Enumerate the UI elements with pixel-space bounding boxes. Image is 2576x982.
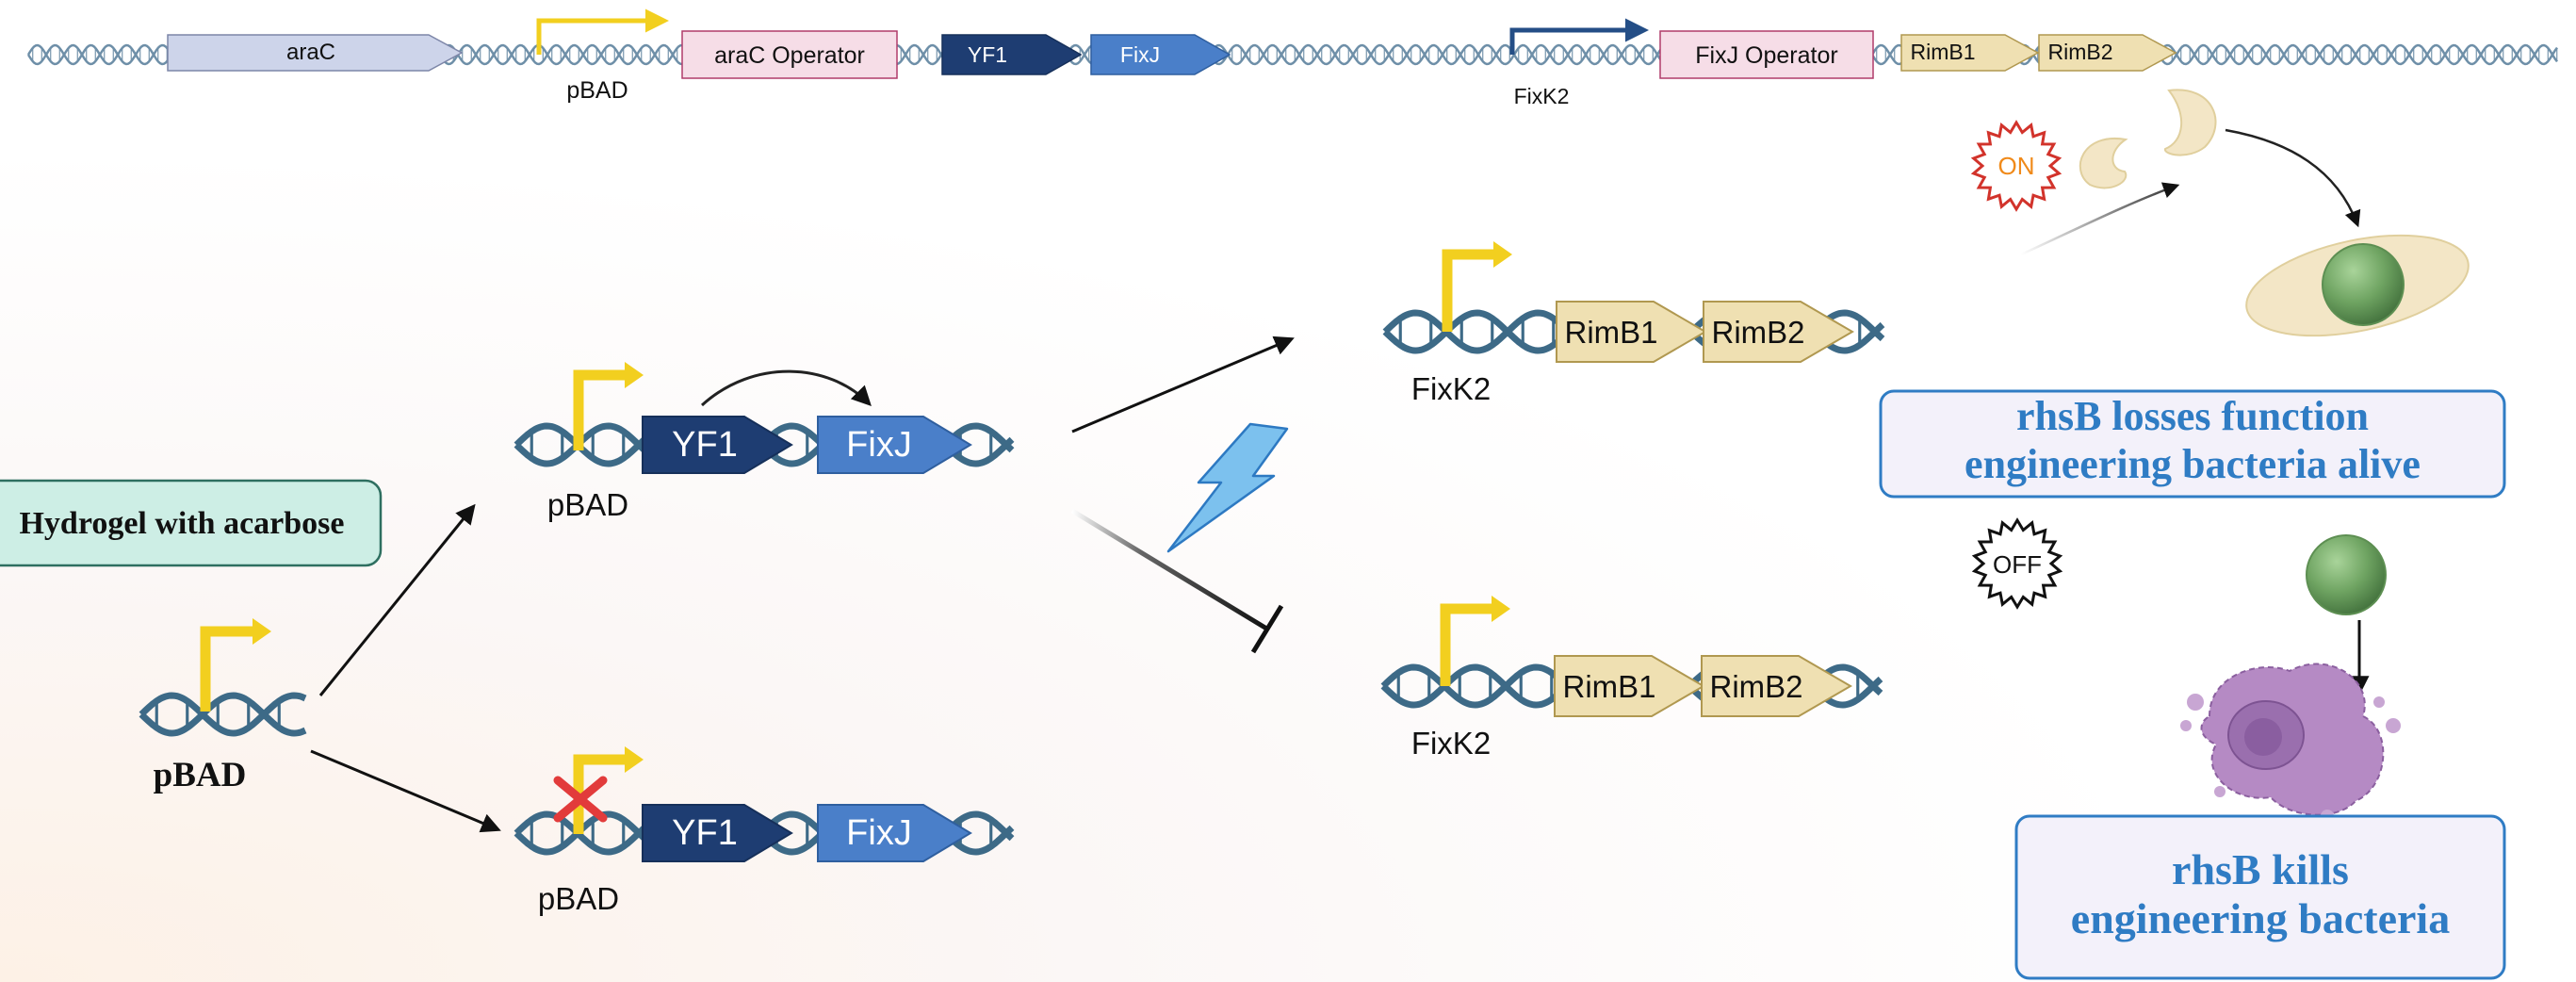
upper-pbad-label: pBAD <box>547 487 628 522</box>
top-fixk2-promoter: FixK2 <box>1509 18 1649 108</box>
outcome-kills-line1: rhsB kills <box>2172 845 2349 893</box>
top-rimb2-label: RimB2 <box>2047 40 2112 64</box>
right-bottom-rimb2-label: RimB2 <box>1709 669 1802 704</box>
fixj-operator-box: FixJ Operator <box>1659 30 1874 79</box>
upper-construct: YF1 FixJ pBAD <box>514 362 1015 522</box>
lower-construct: YF1 FixJ pBAD <box>514 746 1015 916</box>
on-label: ON <box>1998 152 2035 180</box>
right-top-construct: RimB1 RimB2 FixK2 <box>1382 241 1885 406</box>
left-pbad-dna: pBAD <box>139 618 307 794</box>
arac-operator-label: araC Operator <box>714 42 865 69</box>
right-bottom-rimb1-gene: RimB1 <box>1554 655 1705 717</box>
hydrogel-box: Hydrogel with acarbose <box>0 479 383 567</box>
rimb-protein-pieces-icon <box>2079 89 2217 189</box>
top-yf1-label: YF1 <box>968 42 1007 67</box>
outcome-alive-box: rhsB losses function engineering bacteri… <box>1879 389 2506 499</box>
top-pbad-promoter: pBAD <box>536 8 669 104</box>
blocked-promoter-x-icon <box>553 776 608 823</box>
top-rimb1-gene: RimB1 <box>1900 34 2040 72</box>
off-label: OFF <box>1993 550 2042 579</box>
on-to-protein-arrow <box>2020 182 2180 256</box>
on-badge: ON <box>1970 120 2062 212</box>
lower-fixj-label: FixJ <box>846 813 912 853</box>
inhibition-arrow <box>1070 508 1284 654</box>
left-pbad-label: pBAD <box>154 756 247 794</box>
yf1-to-fixj-arrow <box>700 369 872 407</box>
top-rimb2-gene: RimB2 <box>2038 34 2177 72</box>
arac-operator-box: araC Operator <box>681 30 898 79</box>
hydrogel-label: Hydrogel with acarbose <box>19 506 344 541</box>
outcome-kills-box: rhsB kills engineering bacteria <box>2014 814 2506 980</box>
left-dna-helix <box>139 692 307 737</box>
arrow-to-lower <box>310 749 501 833</box>
protein-to-cell-arrow <box>2225 128 2361 228</box>
right-top-rimb2-label: RimB2 <box>1711 315 1804 350</box>
right-bottom-fixk2-label: FixK2 <box>1411 726 1491 761</box>
right-top-fixk2-label: FixK2 <box>1411 371 1491 406</box>
lysed-bacteria-icon <box>2180 663 2401 823</box>
lower-fixj-gene: FixJ <box>817 804 972 862</box>
top-rimb1-label: RimB1 <box>1910 40 1975 64</box>
right-top-rimb1-gene: RimB1 <box>1556 301 1707 363</box>
top-pbad-label: pBAD <box>566 77 628 104</box>
right-bottom-construct: RimB1 RimB2 FixK2 <box>1380 596 1883 761</box>
right-top-rimb1-label: RimB1 <box>1564 315 1657 350</box>
top-fixj-gene: FixJ <box>1090 34 1231 75</box>
protected-bacteria-icon <box>2245 234 2470 337</box>
top-yf1-gene: YF1 <box>941 34 1083 75</box>
top-fixj-label: FixJ <box>1120 42 1160 67</box>
upper-fixj-gene: FixJ <box>817 416 972 474</box>
upper-yf1-gene: YF1 <box>642 416 793 474</box>
arrow-to-fixk2-active <box>1071 336 1295 434</box>
arac-gene: araC <box>167 34 464 72</box>
fixj-operator-label: FixJ Operator <box>1695 42 1837 69</box>
lightning-icon <box>1166 422 1289 553</box>
top-fixk2-label: FixK2 <box>1514 84 1570 108</box>
right-bottom-rimb2-gene: RimB2 <box>1701 655 1852 717</box>
lower-yf1-gene: YF1 <box>642 804 793 862</box>
outcome-kills-line2: engineering bacteria <box>2071 894 2450 942</box>
upper-fixj-label: FixJ <box>846 425 912 465</box>
right-bottom-rimb1-label: RimB1 <box>1562 669 1655 704</box>
top-construct: araC pBAD araC Operator YF1 FixJ FixK2 F… <box>26 8 2558 108</box>
upper-yf1-label: YF1 <box>672 425 738 465</box>
outcome-alive-line1: rhsB losses function <box>2016 393 2369 439</box>
outcome-alive-line2: engineering bacteria alive <box>1965 441 2421 487</box>
free-bacteria-icon <box>2306 534 2387 615</box>
lower-yf1-label: YF1 <box>672 813 738 853</box>
lower-pbad-label: pBAD <box>538 881 619 916</box>
off-badge: OFF <box>1971 517 2063 610</box>
arrow-to-upper <box>318 503 476 696</box>
arac-label: araC <box>286 40 335 65</box>
right-top-rimb2-gene: RimB2 <box>1703 301 1854 363</box>
